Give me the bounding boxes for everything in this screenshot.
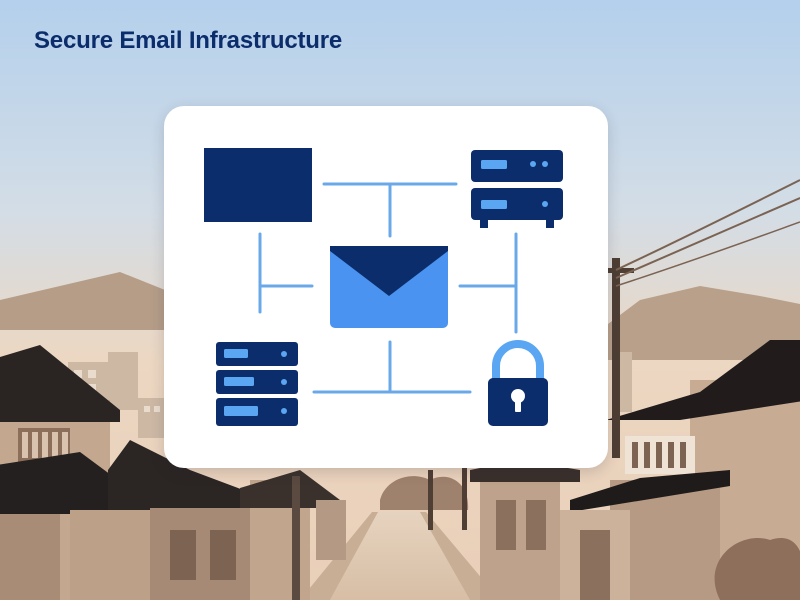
- monitor-icon: [204, 148, 312, 222]
- padlock-icon: [488, 340, 548, 426]
- server-stack-icon: [216, 342, 298, 426]
- distant-buildings: [68, 352, 632, 438]
- diagram-card: [164, 106, 608, 468]
- page-title: Secure Email Infrastructure: [34, 27, 343, 54]
- mountain-left: [0, 272, 165, 330]
- connector-lines: [258, 182, 518, 394]
- mountain-right: [600, 286, 800, 360]
- network-diagram: [204, 148, 563, 426]
- utility-pole: [428, 179, 800, 530]
- envelope-icon: [330, 246, 448, 328]
- houses-left: [0, 345, 346, 600]
- server-rack-icon: [471, 150, 563, 228]
- street: [330, 512, 470, 600]
